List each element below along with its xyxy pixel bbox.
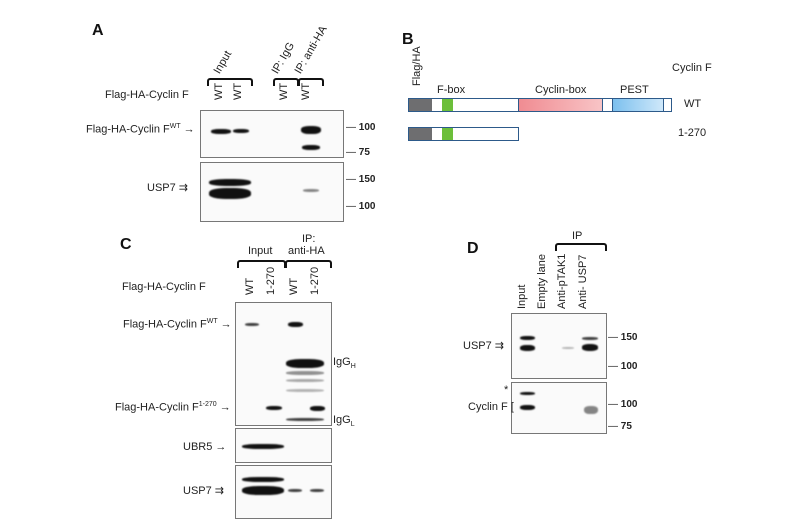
band-label-wt: Flag-HA-Cyclin FWT → bbox=[123, 318, 232, 331]
lane-label: Anti-pTAK1 bbox=[556, 253, 568, 309]
band-label-igg-l: IgGL bbox=[333, 414, 355, 429]
blot-label-usp7: USP7 ⇉ bbox=[463, 340, 505, 352]
mw-marker: 100 bbox=[346, 122, 376, 133]
blot-ubr5 bbox=[235, 428, 332, 463]
construct-label: 1-270 bbox=[678, 127, 707, 139]
blot-cyclin-f bbox=[235, 302, 332, 426]
lane-group-input: Input bbox=[211, 48, 235, 76]
row-label: Flag-HA-Cyclin F bbox=[105, 89, 189, 101]
construct-1-270-bar bbox=[408, 127, 519, 141]
asterisk: * bbox=[504, 384, 509, 396]
construct-label: WT bbox=[684, 98, 702, 110]
mw-marker: 100 bbox=[608, 399, 638, 410]
band-label-1-270: Flag-HA-Cyclin F1-270 → bbox=[115, 401, 231, 414]
lane-label: WT bbox=[300, 82, 312, 100]
construct-wt-bar bbox=[408, 98, 672, 112]
panel-c-label: C bbox=[120, 236, 132, 253]
blot-label: USP7 ⇉ bbox=[147, 182, 189, 194]
group-ip: IP bbox=[572, 230, 583, 242]
panel-d-label: D bbox=[467, 240, 479, 257]
mw-marker: 100 bbox=[608, 361, 638, 372]
mw-marker: 150 bbox=[346, 174, 376, 185]
blot-label-cyclin-f: Cyclin F [ bbox=[468, 401, 514, 413]
blot-usp7 bbox=[200, 162, 344, 222]
lane-label: WT bbox=[232, 82, 244, 100]
tag-label: Flag/HA bbox=[411, 46, 423, 86]
mw-marker: 75 bbox=[346, 147, 370, 158]
bracket bbox=[555, 243, 607, 251]
lane-label: WT bbox=[213, 82, 225, 100]
mw-marker: 150 bbox=[608, 332, 638, 343]
domain-label: F-box bbox=[437, 84, 466, 96]
blot-label-usp7: USP7 ⇉ bbox=[183, 485, 225, 497]
lane-label: 1-270 bbox=[309, 266, 321, 295]
bracket bbox=[207, 78, 253, 86]
blot-usp7 bbox=[235, 465, 332, 519]
bracket bbox=[298, 78, 324, 86]
lane-label: WT bbox=[244, 277, 256, 295]
lane-label: WT bbox=[278, 82, 290, 100]
lane-label: 1-270 bbox=[265, 266, 277, 295]
lane-label: WT bbox=[288, 277, 300, 295]
group-anti-ha: anti-HA bbox=[288, 245, 325, 257]
domain-label: PEST bbox=[620, 84, 649, 96]
blot-cyclin-f bbox=[511, 382, 607, 434]
row-label: Flag-HA-Cyclin F bbox=[122, 281, 206, 293]
mw-marker: 100 bbox=[346, 201, 376, 212]
lane-label: Input bbox=[516, 284, 528, 309]
bracket bbox=[237, 260, 286, 268]
panel-b-label: B bbox=[402, 31, 414, 48]
blot-cyclin-f bbox=[200, 110, 344, 158]
group-input: Input bbox=[248, 245, 273, 257]
blot-label-ubr5: UBR5 → bbox=[183, 441, 227, 453]
lane-group-ip-anti-ha: IP: anti-HA bbox=[292, 23, 330, 76]
lane-label: Empty lane bbox=[536, 253, 548, 309]
blot-label: Flag-HA-Cyclin FWT → bbox=[86, 123, 195, 136]
panel-a-label: A bbox=[92, 22, 104, 39]
band-label-igg-h: IgGH bbox=[333, 356, 356, 371]
lane-label: Anti- USP7 bbox=[577, 254, 589, 309]
diagram-title: Cyclin F bbox=[672, 62, 712, 74]
domain-label: Cyclin-box bbox=[535, 84, 587, 96]
mw-marker: 75 bbox=[608, 421, 632, 432]
bracket bbox=[285, 260, 332, 268]
group-ip: IP: bbox=[302, 233, 316, 245]
blot-usp7 bbox=[511, 313, 607, 379]
